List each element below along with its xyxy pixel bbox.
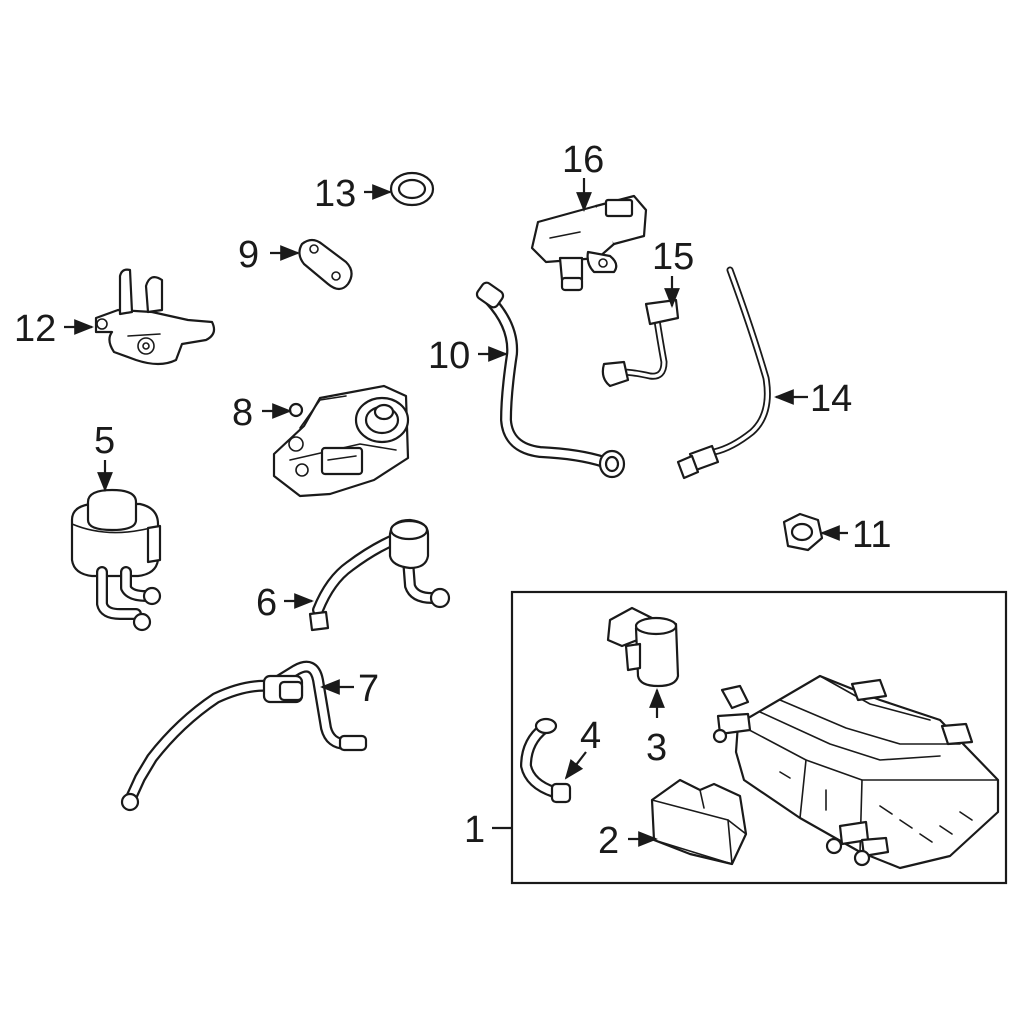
sensor-part-15 [601,298,680,388]
callout-16: 16 [562,139,604,181]
callout-1: 1 [464,809,485,851]
arrow-4 [564,751,587,780]
hose-part-4 [520,717,572,804]
gasket-part-9 [298,238,353,291]
callout-labels: 13 9 12 16 15 10 14 8 5 11 6 7 3 4 2 1 [14,139,891,862]
bracket-part-2 [650,778,748,866]
callout-4: 4 [580,715,601,757]
canister [712,674,1000,870]
callout-5: 5 [94,420,115,462]
callout-7: 7 [358,668,379,710]
valve-part-12 [94,268,216,366]
reservoir-part-5 [70,488,162,632]
callout-8: 8 [232,392,253,434]
callout-6: 6 [256,582,277,624]
valve-part-8 [272,384,410,498]
callout-15: 15 [652,236,694,278]
callout-9: 9 [238,234,259,276]
tube-part-7 [120,660,368,812]
callout-14: 14 [810,378,852,420]
callout-11: 11 [852,514,891,556]
sensor-part-14 [676,266,771,480]
callout-10: 10 [428,335,470,377]
sensor-part-16 [530,194,648,292]
nut-part-11 [782,512,824,552]
callout-12: 12 [14,308,56,350]
hose-part-10 [475,281,626,479]
callout-13: 13 [314,173,356,215]
leader-arrows [64,178,848,847]
callout-3: 3 [646,727,667,769]
valve-part-3 [606,606,680,688]
assembly-box-part-1 [510,590,1008,885]
hose-part-6 [308,518,451,632]
callout-2: 2 [598,820,619,862]
o-ring-part-13 [389,171,435,207]
